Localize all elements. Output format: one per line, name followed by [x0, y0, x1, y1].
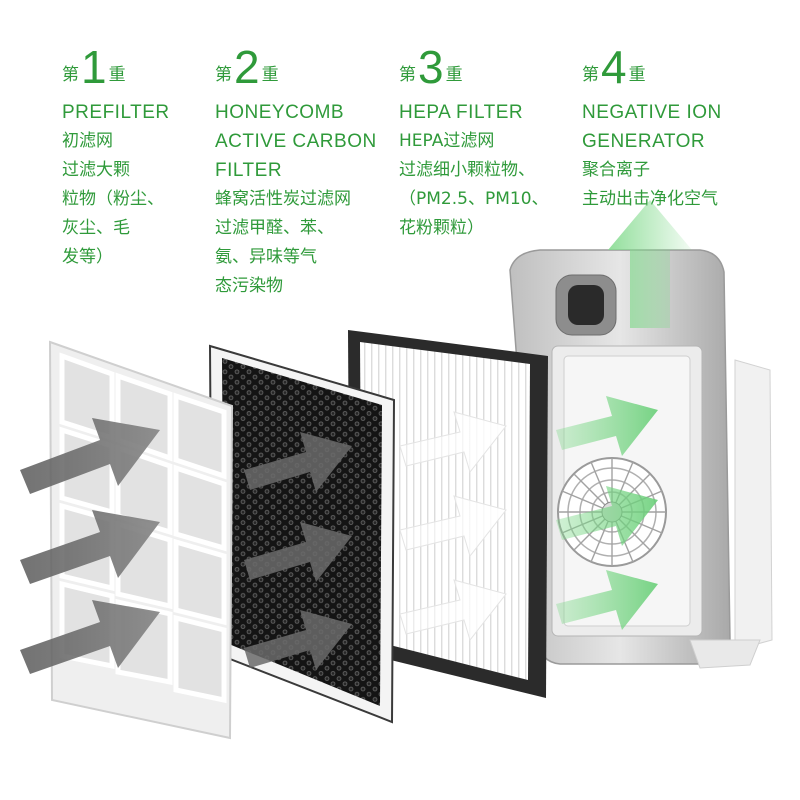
stage-2-desc-line: 过滤甲醛、苯、 [215, 218, 334, 238]
stage-3-suffix: 重 [445, 65, 463, 85]
stage-4-prefix: 第 [582, 65, 599, 85]
stage-1-desc-line: 发等） [62, 247, 113, 267]
stage-1-desc-line: 过滤大颗 [62, 160, 130, 180]
stage-3-heading: 第 3 重 [399, 44, 549, 90]
hepa-stage-arrow-icon [399, 495, 507, 558]
carbon-stage-arrow-icon [244, 432, 352, 492]
stage-1-suffix: 重 [108, 65, 126, 85]
hepa-stage-arrow-icon [399, 411, 507, 474]
purifier-stage-arrow-icon [556, 486, 658, 546]
stage-2-suffix: 重 [261, 65, 279, 85]
stage-4-number: 4 [601, 41, 627, 93]
stage-3-number: 3 [418, 41, 444, 93]
carbon-stage-arrow-icon [244, 610, 352, 670]
stage-3-desc-line: 花粉颗粒） [399, 218, 484, 238]
stage-1-number: 1 [81, 41, 107, 93]
stage-2-title-line: ACTIVE CARBON [215, 131, 377, 152]
stage-4-label: 第 4 重 NEGATIVE ION GENERATOR 聚合离子 主动出击净化… [582, 44, 722, 214]
stage-1-desc-line: 粒物（粉尘、 [62, 189, 164, 209]
hepa-stage-arrow-icon [399, 579, 507, 642]
incoming-air-arrows [20, 418, 160, 674]
stage-2-title-line: HONEYCOMB [215, 102, 345, 123]
stage-4-title-line: NEGATIVE ION [582, 102, 722, 123]
stage-3-desc-line: 过滤细小颗粒物、 [399, 160, 535, 180]
stage-3-label: 第 3 重 HEPA FILTER HEPA过滤网 过滤细小颗粒物、 （PM2.… [399, 44, 549, 243]
stage-3-desc-line: HEPA过滤网 [399, 131, 495, 151]
incoming-air-arrow-icon [20, 418, 160, 494]
stage-1-desc-line: 初滤网 [62, 131, 113, 151]
stage-3-prefix: 第 [399, 65, 416, 85]
purifier-stage-arrow-icon [556, 396, 658, 456]
stage-4-desc-line: 主动出击净化空气 [582, 189, 718, 209]
stage-4-heading: 第 4 重 [582, 44, 722, 90]
stage-2-desc-line: 氨、异味等气 [215, 247, 317, 267]
stage-1-label: 第 1 重 PREFILTER 初滤网 过滤大颗 粒物（粉尘、 灰尘、毛 发等） [62, 44, 170, 272]
stage-1-title-line: PREFILTER [62, 102, 170, 123]
stage-4-title-line: GENERATOR [582, 131, 706, 152]
incoming-air-arrow-icon [20, 600, 160, 674]
hepa-stage-arrows [399, 411, 507, 642]
stage-2-heading: 第 2 重 [215, 44, 377, 90]
air-purifier-unit [509, 249, 773, 669]
purifier-handle-hole [568, 285, 604, 325]
stage-3-desc-line: （PM2.5、PM10、 [399, 189, 549, 209]
stage-1-desc-line: 灰尘、毛 [62, 218, 130, 238]
stage-2-desc-line: 态污染物 [215, 276, 283, 296]
stage-4-suffix: 重 [628, 65, 646, 85]
stage-2-title-line: FILTER [215, 160, 283, 181]
stage-2-number: 2 [234, 41, 260, 93]
carbon-filter-panel [208, 344, 396, 724]
ion-output-arrow-icon [608, 200, 692, 328]
carbon-stage-arrow-icon [244, 522, 352, 582]
stage-2-desc-line: 蜂窝活性炭过滤网 [215, 189, 351, 209]
stage-2-label: 第 2 重 HONEYCOMB ACTIVE CARBON FILTER 蜂窝活… [215, 44, 377, 301]
carbon-stage-arrows [244, 432, 352, 670]
incoming-air-arrow-icon [20, 510, 160, 584]
purifier-stage-arrow-icon [556, 570, 658, 630]
purifier-side-panel [734, 359, 773, 651]
purifier-stage-arrows [556, 396, 658, 630]
stage-3-title-line: HEPA FILTER [399, 102, 524, 123]
stage-2-prefix: 第 [215, 65, 232, 85]
stage-1-prefix: 第 [62, 65, 79, 85]
stage-4-desc-line: 聚合离子 [582, 160, 650, 180]
stage-1-heading: 第 1 重 [62, 44, 170, 90]
purifier-base [689, 639, 761, 669]
